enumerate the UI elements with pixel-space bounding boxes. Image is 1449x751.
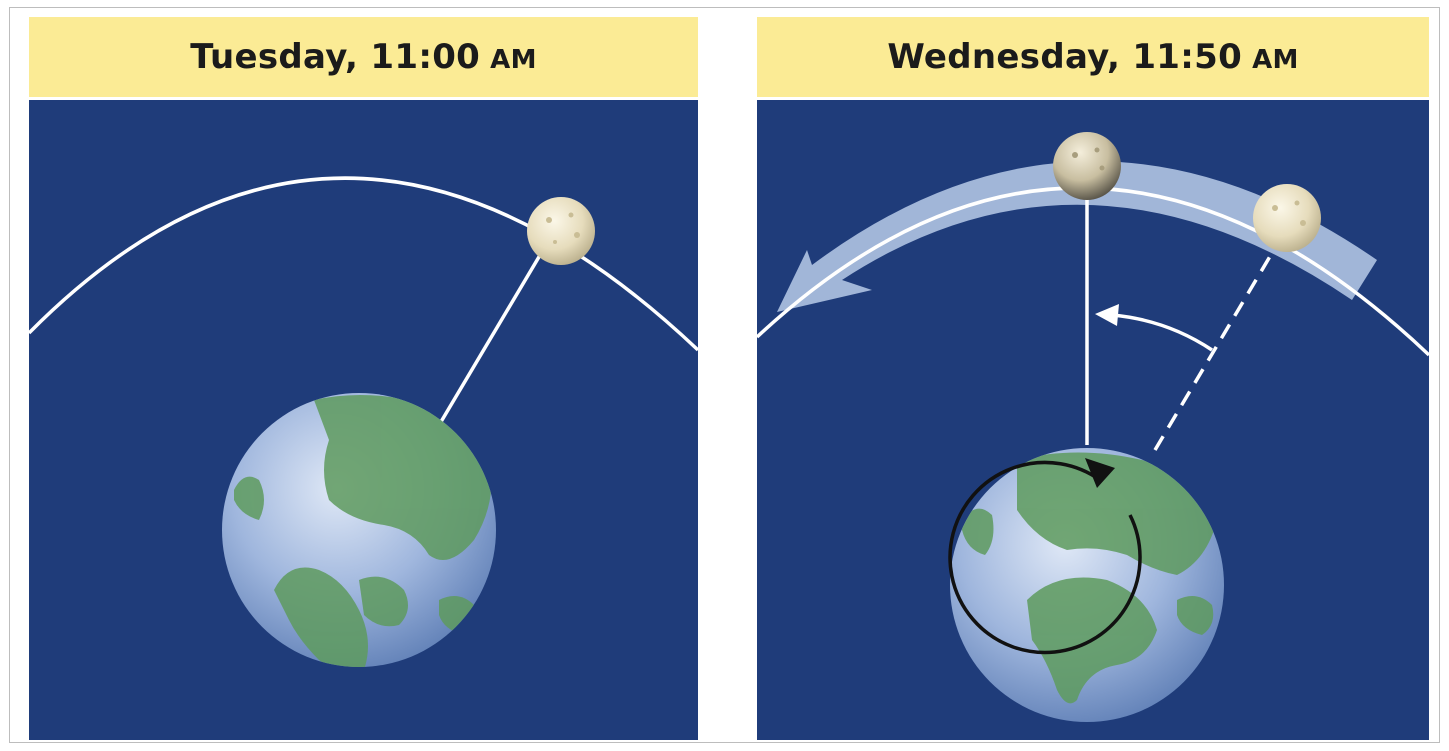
previous-moon-icon (1253, 184, 1321, 252)
panel-title-banner: Tuesday, 11:00 AM (29, 17, 698, 97)
panel-title-day-time: Tuesday, 11:00 (190, 37, 481, 77)
space-scene (29, 100, 698, 740)
earth-moon-line (427, 239, 551, 443)
scene-svg (757, 132, 1429, 722)
panel-title-ampm: AM (490, 45, 537, 75)
panel-title-day-time: Wednesday, 11:50 (887, 37, 1243, 77)
moon-icon (1053, 132, 1121, 200)
rotation-arrow-icon (948, 458, 1142, 655)
panel-title-banner: Wednesday, 11:50 AM (757, 17, 1429, 97)
curved-arrow-icon (1095, 304, 1213, 352)
earth-globe-icon (222, 393, 496, 667)
panel-tuesday: Tuesday, 11:00 AM (29, 17, 698, 740)
panel-wednesday: Wednesday, 11:50 AM (757, 17, 1429, 740)
earth-globe-icon (950, 448, 1224, 722)
panel-title: Tuesday, 11:00 AM (190, 37, 537, 77)
moon-icon (527, 197, 595, 265)
previous-earth-moon-line (1153, 247, 1277, 451)
curved-arrow-left-icon (777, 161, 1377, 312)
panel-title-ampm: AM (1252, 45, 1299, 75)
space-scene (757, 100, 1429, 740)
panel-title: Wednesday, 11:50 AM (887, 37, 1298, 77)
scene-svg (29, 176, 698, 667)
moon-orbit-path (29, 176, 698, 352)
moon-orbit-path (757, 186, 1429, 357)
